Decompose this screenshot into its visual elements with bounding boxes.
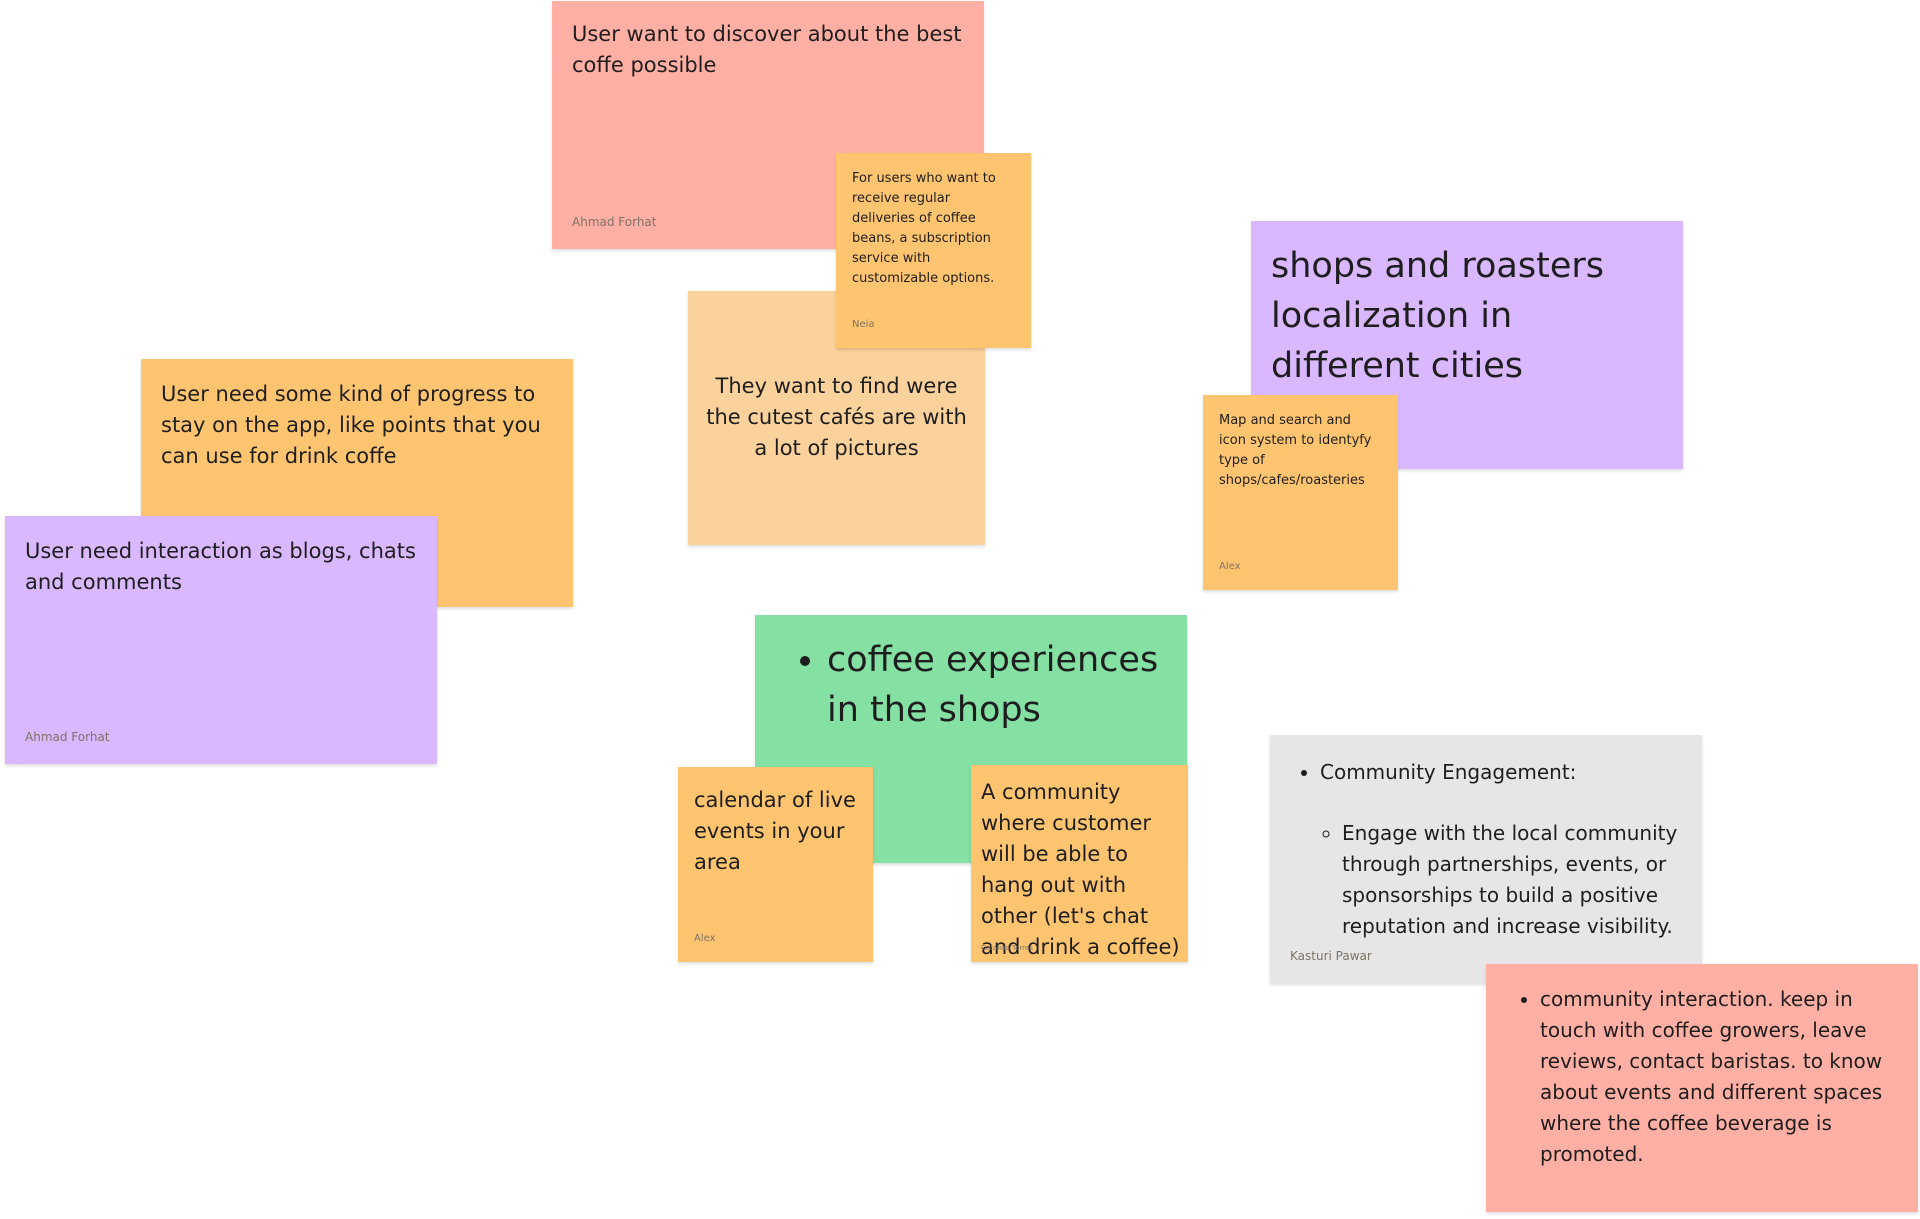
note-author: Ahmad Forhat [572, 215, 657, 229]
sticky-note-community-engagement[interactable]: Community Engagement: Engage with the lo… [1270, 735, 1702, 983]
sub-bullet-list: Engage with the local community through … [1320, 818, 1684, 942]
sticky-note-community-interaction[interactable]: community interaction. keep in touch wit… [1486, 964, 1918, 1212]
note-text: User need some kind of progress to stay … [161, 382, 541, 468]
note-text: Map and search and icon system to identy… [1219, 413, 1372, 488]
note-body: community interaction. keep in touch wit… [1516, 984, 1900, 1170]
note-text: A community where customer will be able … [981, 780, 1180, 959]
bullet-text: Community Engagement: [1320, 760, 1577, 784]
bullet-list: coffee experiences in the shops [785, 635, 1169, 735]
note-author: Kasturi Pawar [1290, 949, 1372, 963]
note-author: Neia [852, 319, 875, 330]
note-body: Community Engagement: Engage with the lo… [1298, 757, 1684, 942]
sticky-note-discover-coffee[interactable]: User want to discover about the best cof… [552, 1, 984, 249]
sticky-note-calendar[interactable]: calendar of live events in your area Ale… [678, 767, 873, 962]
bullet-item: community interaction. keep in touch wit… [1540, 984, 1900, 1170]
sticky-note-map-search[interactable]: Map and search and icon system to identy… [1203, 395, 1398, 590]
note-body: coffee experiences in the shops [785, 635, 1169, 735]
bullet-item: coffee experiences in the shops [827, 635, 1169, 735]
sticky-note-interaction[interactable]: User need interaction as blogs, chats an… [5, 516, 437, 764]
note-author: Catalina Torres [981, 944, 1033, 952]
sticky-note-subscription[interactable]: For users who want to receive regular de… [836, 153, 1031, 348]
note-author: Alex [1219, 561, 1241, 572]
bullet-list: Community Engagement: Engage with the lo… [1298, 757, 1684, 942]
sub-bullet-item: Engage with the local community through … [1342, 818, 1684, 942]
note-author: Ahmad Forhat [25, 730, 110, 744]
bullet-list: community interaction. keep in touch wit… [1516, 984, 1900, 1170]
note-text: calendar of live events in your area [694, 788, 856, 874]
note-text: shops and roasters localization in diffe… [1271, 246, 1604, 386]
bullet-item: Community Engagement: Engage with the lo… [1320, 757, 1684, 942]
note-text: They want to find were the cutest cafés … [706, 374, 967, 460]
note-text: User want to discover about the best cof… [572, 22, 962, 77]
sticky-note-community-hangout[interactable]: A community where customer will be able … [971, 765, 1188, 962]
note-text: For users who want to receive regular de… [852, 171, 996, 286]
note-text: User need interaction as blogs, chats an… [25, 539, 416, 594]
note-author: Alex [694, 933, 716, 944]
